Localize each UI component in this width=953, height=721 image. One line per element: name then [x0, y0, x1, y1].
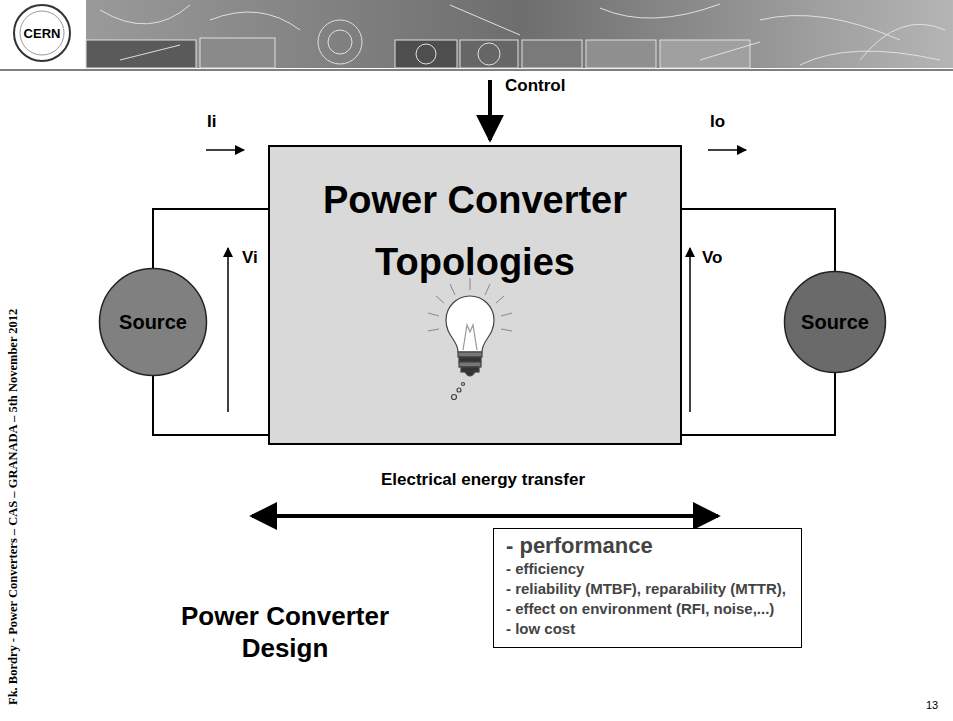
wire [682, 373, 835, 435]
current-label: Io [710, 112, 725, 132]
design-heading: Power Converter Design [155, 600, 415, 664]
current-label: Ii [207, 112, 216, 132]
wire [682, 209, 835, 271]
requirement-item: - low cost [506, 619, 789, 639]
wire [153, 376, 268, 435]
banner-rule [0, 69, 953, 71]
banner-strip [86, 0, 953, 68]
banner-photos [86, 4, 945, 68]
circle-shape [100, 269, 207, 376]
source-circle: Source [783, 270, 887, 374]
footer-text: Fk. Bordry - Power Converters – CAS – GR… [6, 309, 21, 705]
logo-text: CERN [24, 26, 61, 41]
circle-shape [785, 272, 886, 373]
requirement-item: - performance [506, 533, 789, 559]
input-current-arrow [206, 149, 244, 151]
source-label: Source [801, 311, 869, 334]
output-current-arrow [708, 149, 746, 151]
page-number: 13 [926, 699, 938, 711]
requirements-box: - performance- efficiency- reliability (… [493, 528, 802, 648]
requirement-item: - efficiency [506, 559, 789, 579]
wire [153, 209, 268, 268]
source-label: Source [119, 311, 187, 334]
input-voltage-arrow [227, 248, 229, 412]
logo-inner-ring [20, 11, 64, 55]
control-label: Control [505, 76, 565, 96]
voltage-label: Vo [702, 248, 722, 268]
source-circle: Source [98, 267, 208, 377]
control-arrow [488, 80, 492, 140]
box-title: Power Converter Topologies [285, 169, 665, 293]
energy-label: Electrical energy transfer [381, 470, 585, 490]
energy-double-arrow [252, 514, 718, 518]
requirement-item: - reliability (MTBF), reparability (MTTR… [506, 579, 789, 599]
voltage-label: Vi [242, 248, 258, 268]
logo-ring [14, 5, 70, 61]
requirement-item: - effect on environment (RFI, noise,...) [506, 599, 789, 619]
output-voltage-arrow [689, 248, 691, 412]
converter-box: Power Converter Topologies [268, 145, 682, 445]
